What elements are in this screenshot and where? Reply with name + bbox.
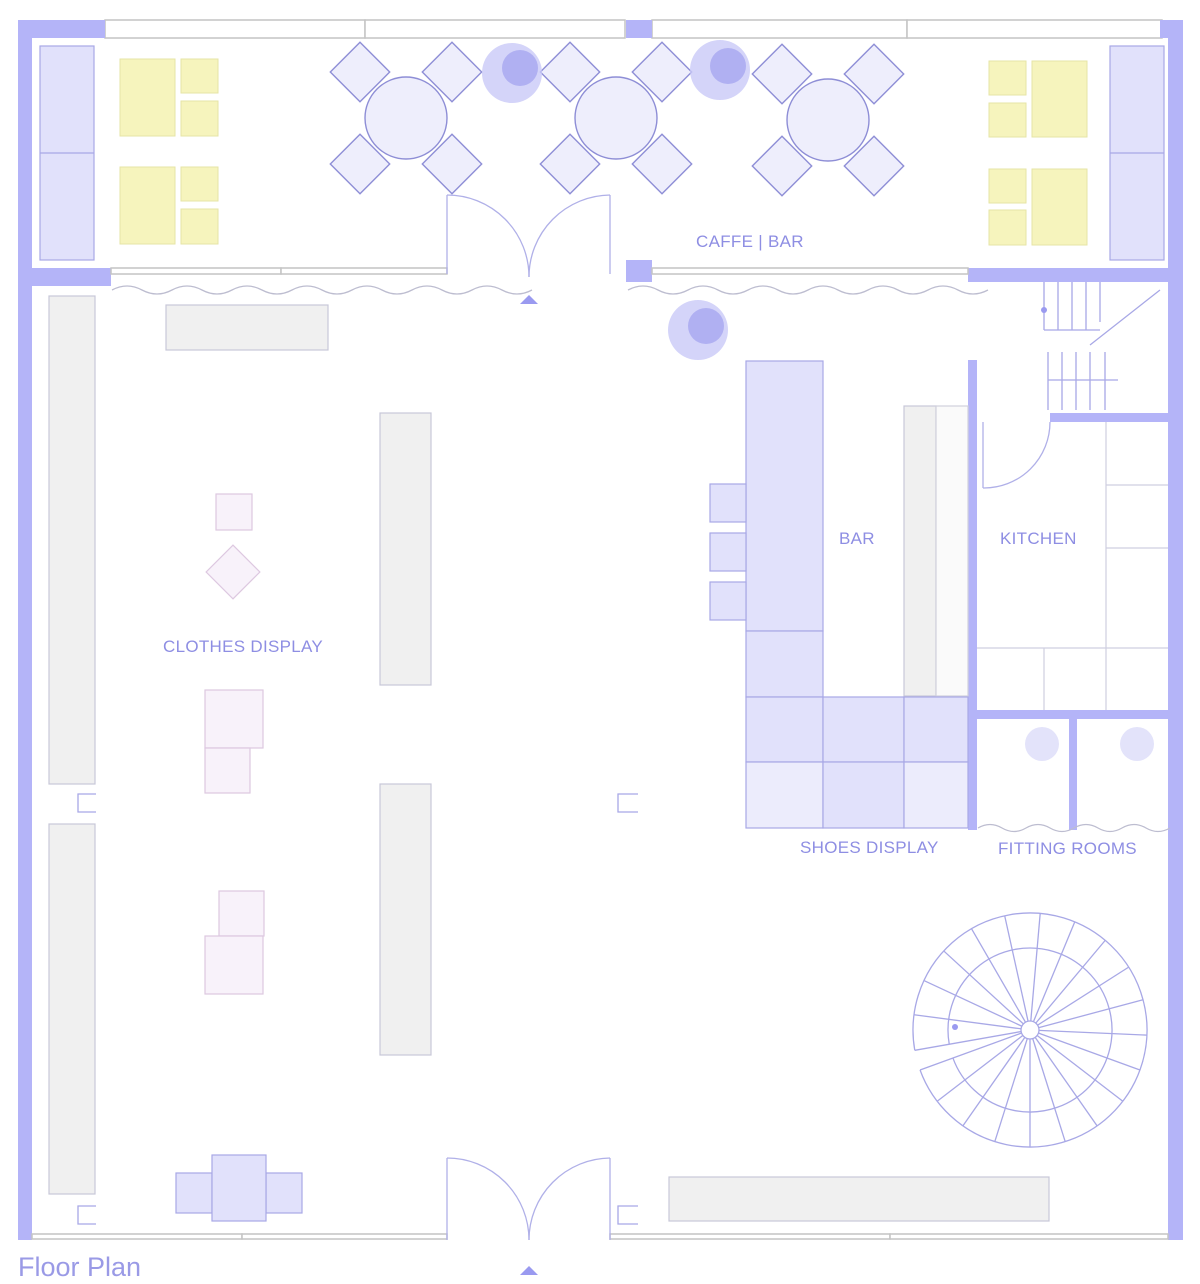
stair-step	[936, 1029, 1031, 1102]
label-shoes-display: SHOES DISPLAY	[800, 838, 939, 857]
label-kitchen: KITCHEN	[1000, 529, 1077, 548]
bottom-windows	[31, 1233, 1169, 1240]
curtains	[111, 285, 1171, 833]
stair-post	[1020, 1020, 1040, 1040]
stair-step	[1004, 915, 1031, 1031]
chair	[751, 43, 813, 105]
wall-shelves	[48, 295, 1050, 1222]
table	[786, 78, 870, 162]
stair-step	[1029, 999, 1144, 1031]
cafe-bench-left	[39, 45, 95, 261]
table	[574, 76, 658, 160]
stair-step	[962, 1029, 1031, 1127]
stair-step	[994, 1029, 1031, 1142]
chair	[421, 41, 483, 103]
back-staircase	[1041, 282, 1161, 410]
spiral-staircase	[912, 912, 1148, 1148]
cafe-tables-yellow	[119, 58, 1088, 246]
round-table	[329, 41, 483, 195]
table	[364, 76, 448, 160]
round-tables	[329, 41, 905, 197]
label-cafe-bar: CAFFE | BAR	[696, 232, 804, 251]
kitchen-counters	[977, 422, 1168, 710]
entrance-arrow-icon	[520, 295, 538, 304]
stair-start-dot	[952, 1024, 958, 1030]
stair-step	[1029, 1029, 1124, 1102]
stair-step	[913, 1014, 1031, 1031]
chair	[421, 133, 483, 195]
bar-counter	[709, 360, 969, 698]
chair	[631, 41, 693, 103]
page-title: Floor Plan	[18, 1252, 141, 1282]
round-table	[751, 43, 905, 197]
stair-step	[1029, 1029, 1098, 1127]
fitting-room-stools	[1025, 727, 1154, 761]
bar-stool	[709, 532, 747, 572]
label-fitting-rooms: FITTING ROOMS	[998, 839, 1137, 858]
round-table	[539, 41, 693, 195]
stair-step	[1029, 939, 1106, 1031]
chair	[631, 133, 693, 195]
stair-step	[923, 979, 1031, 1031]
lounge-seating	[175, 1154, 303, 1222]
plant-icon	[502, 50, 538, 86]
stair-step	[914, 1029, 1031, 1051]
cafe-bench-right	[1109, 45, 1165, 261]
chair	[329, 41, 391, 103]
shoes-display-grid	[745, 696, 969, 829]
chair	[843, 43, 905, 105]
plant-icon	[688, 308, 724, 344]
stair-step	[1029, 913, 1041, 1031]
bar-stool	[709, 581, 747, 621]
stair-step	[943, 950, 1031, 1031]
chair	[539, 41, 601, 103]
chair	[329, 133, 391, 195]
chair	[539, 133, 601, 195]
cafe-entrance-door[interactable]	[446, 194, 611, 304]
cafe-windows	[110, 195, 969, 275]
plant-icon	[710, 48, 746, 84]
clothes-displays	[204, 493, 265, 995]
stair-step	[1029, 1029, 1141, 1071]
bar-stool	[709, 483, 747, 523]
mannequin-stands	[77, 793, 638, 1225]
stair-step	[1029, 1029, 1066, 1142]
stair-step	[919, 1029, 1031, 1071]
label-clothes-display: CLOTHES DISPLAY	[163, 637, 323, 656]
main-entrance-door[interactable]	[446, 1157, 611, 1275]
chair	[751, 135, 813, 197]
stair-step	[1029, 1029, 1147, 1036]
stair-step	[970, 928, 1031, 1031]
stair-step	[1029, 966, 1130, 1031]
entrance-arrow-icon	[520, 1266, 538, 1275]
kitchen-door[interactable]	[982, 421, 1051, 489]
stair-step	[1029, 921, 1076, 1031]
plants	[482, 40, 750, 360]
chair	[843, 135, 905, 197]
label-bar: BAR	[839, 529, 875, 548]
walls	[18, 20, 1183, 1240]
